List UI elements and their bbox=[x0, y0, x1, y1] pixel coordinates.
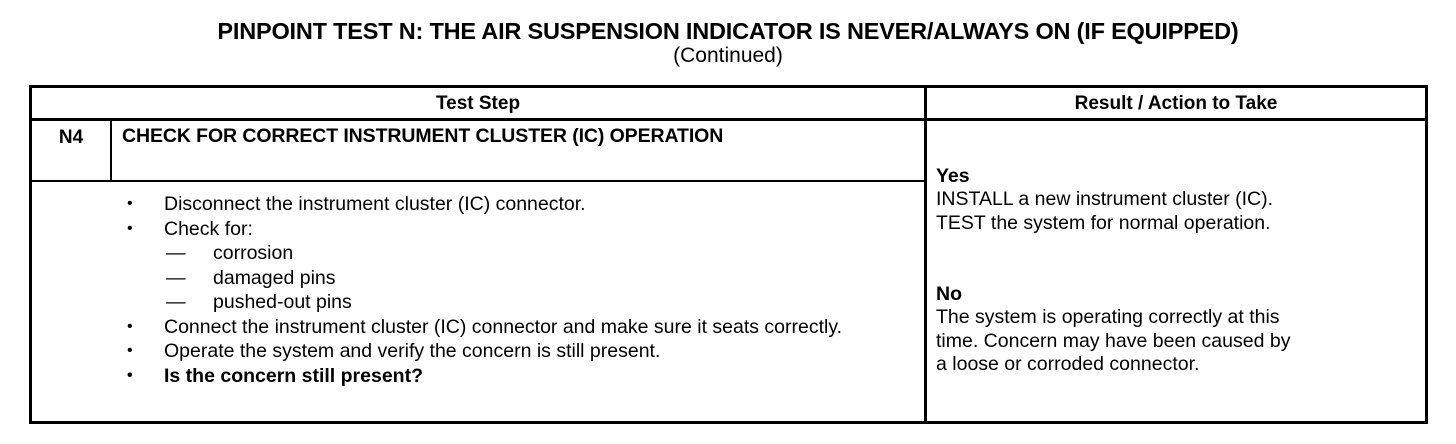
result-action-cell: Yes INSTALL a new instrument cluster (IC… bbox=[927, 121, 1425, 421]
result-line: a loose or corroded connector. bbox=[936, 353, 1200, 376]
list-item-label: corrosion bbox=[213, 242, 294, 264]
table-header-row: Test Step Result / Action to Take bbox=[32, 88, 1425, 121]
result-text-no: The system is operating correctly at thi… bbox=[936, 306, 1417, 377]
list-item-label: Disconnect the instrument cluster (IC) c… bbox=[164, 193, 586, 215]
list-item: • Connect the instrument cluster (IC) co… bbox=[32, 315, 924, 340]
bullet-icon: • bbox=[127, 219, 133, 237]
result-block-no: No The system is operating correctly at … bbox=[936, 283, 1417, 377]
bullet-icon: • bbox=[127, 195, 133, 212]
check-sub-list: — corrosion — damaged pins — pushed-out … bbox=[164, 241, 910, 315]
pinpoint-test-table: Test Step Result / Action to Take N4 CHE… bbox=[29, 85, 1428, 424]
column-header-test-step: Test Step bbox=[32, 88, 927, 118]
result-block-yes: Yes INSTALL a new instrument cluster (IC… bbox=[936, 165, 1417, 235]
dash-icon: — bbox=[166, 291, 186, 313]
step-id: N4 bbox=[32, 121, 112, 180]
column-header-result-action: Result / Action to Take bbox=[1074, 92, 1278, 114]
instruction-list: • Disconnect the instrument cluster (IC)… bbox=[32, 192, 924, 388]
list-item-label: damaged pins bbox=[213, 266, 336, 289]
list-item-label: Connect the instrument cluster (IC) conn… bbox=[164, 315, 843, 338]
bullet-icon: • bbox=[127, 317, 133, 335]
dash-icon: — bbox=[166, 266, 186, 289]
list-item: — corrosion bbox=[164, 241, 910, 266]
list-item-label: Is the concern still present? bbox=[164, 364, 423, 387]
list-item: • Operate the system and verify the conc… bbox=[32, 339, 924, 364]
result-line: INSTALL a new instrument cluster (IC). bbox=[936, 188, 1274, 211]
bullet-icon: • bbox=[127, 342, 133, 359]
list-item: — damaged pins bbox=[164, 266, 910, 291]
list-item-label: Check for: bbox=[164, 217, 253, 240]
list-item: • Is the concern still present? bbox=[32, 364, 924, 389]
page-title-continued: (Continued) bbox=[673, 44, 783, 67]
step-title-row: N4 CHECK FOR CORRECT INSTRUMENT CLUSTER … bbox=[32, 121, 924, 182]
list-item-label: Operate the system and verify the concer… bbox=[164, 340, 661, 362]
result-label-yes: Yes bbox=[936, 165, 970, 188]
result-options: Yes INSTALL a new instrument cluster (IC… bbox=[927, 121, 1425, 421]
test-step-cell: N4 CHECK FOR CORRECT INSTRUMENT CLUSTER … bbox=[32, 121, 927, 421]
result-line: TEST the system for normal operation. bbox=[936, 211, 1271, 234]
bullet-icon: • bbox=[127, 366, 133, 384]
list-item: • Disconnect the instrument cluster (IC)… bbox=[32, 192, 924, 217]
step-instructions: • Disconnect the instrument cluster (IC)… bbox=[32, 182, 924, 421]
result-text-yes: INSTALL a new instrument cluster (IC). T… bbox=[936, 188, 1417, 235]
list-item-label: pushed-out pins bbox=[213, 291, 352, 313]
result-label-no: No bbox=[936, 283, 962, 306]
page-title-main: PINPOINT TEST N: THE AIR SUSPENSION INDI… bbox=[217, 18, 1239, 44]
result-line: time. Concern may have been caused by bbox=[936, 329, 1291, 352]
table-row: N4 CHECK FOR CORRECT INSTRUMENT CLUSTER … bbox=[32, 121, 1425, 421]
page-title: PINPOINT TEST N: THE AIR SUSPENSION INDI… bbox=[0, 18, 1456, 67]
list-item: • Check for: — corrosion — damaged pins bbox=[32, 217, 924, 315]
dash-icon: — bbox=[166, 242, 186, 264]
step-title: CHECK FOR CORRECT INSTRUMENT CLUSTER (IC… bbox=[122, 125, 724, 147]
result-line: The system is operating correctly at thi… bbox=[936, 306, 1280, 329]
list-item: — pushed-out pins bbox=[164, 290, 910, 315]
